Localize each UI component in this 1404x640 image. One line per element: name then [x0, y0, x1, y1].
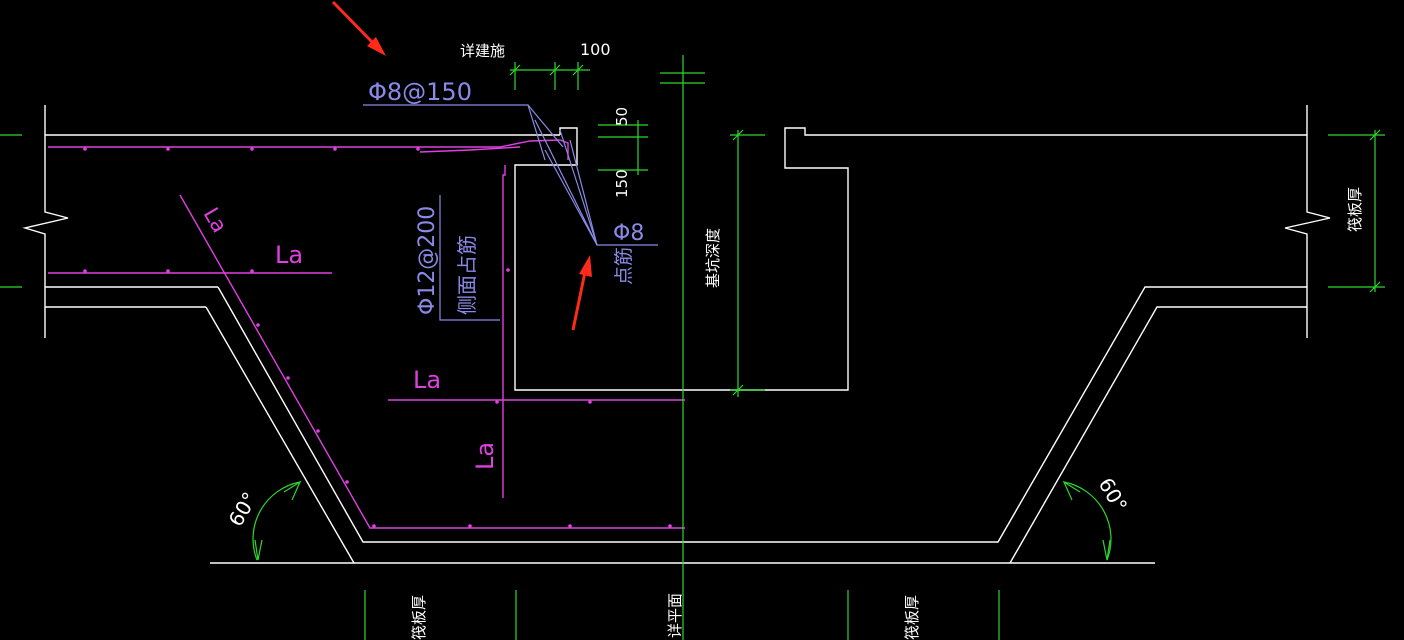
red-arrows: [331, 0, 592, 331]
arrow-top: [331, 0, 386, 56]
la-vertical-label: La: [471, 442, 499, 470]
annotation-leaders: [363, 104, 658, 321]
dimension-lines: [0, 55, 1385, 640]
la-diagonal-label: La: [199, 204, 232, 237]
rebar-lines: [48, 139, 685, 529]
rebar-dot-label-1: Φ8: [613, 221, 644, 246]
rebar-dots: [83, 147, 672, 528]
raft-thickness-right-label: 筏板厚: [1346, 187, 1364, 232]
bottom-middle-label: 详平面: [666, 593, 684, 638]
la-label-2: La: [413, 366, 441, 394]
arrow-middle: [571, 255, 592, 331]
rebar-dot-label-2: 点筋: [613, 247, 635, 285]
labels: 详建施 100 Φ8@150 50 150 Φ12@200 侧面占筋 Φ8 点筋…: [199, 40, 1364, 640]
dim-50-label: 50: [613, 107, 631, 126]
see-arch-label: 详建施: [460, 42, 505, 60]
dim-100-label: 100: [580, 40, 611, 59]
rebar-side-label-1: Φ12@200: [415, 206, 440, 315]
angle-right-label: 60°: [1094, 474, 1133, 517]
concrete-outline: [22, 105, 1331, 564]
pit-depth-label: 基坑深度: [704, 228, 722, 288]
rebar-side-label-2: 侧面占筋: [455, 235, 479, 315]
bottom-left-label: 筏板厚: [410, 595, 428, 640]
angle-left-label: 60°: [224, 488, 263, 531]
dim-150-label: 150: [613, 169, 631, 198]
la-label-1: La: [275, 241, 303, 269]
bottom-right-label: 筏板厚: [903, 595, 921, 640]
rebar-top-label: Φ8@150: [368, 78, 472, 106]
